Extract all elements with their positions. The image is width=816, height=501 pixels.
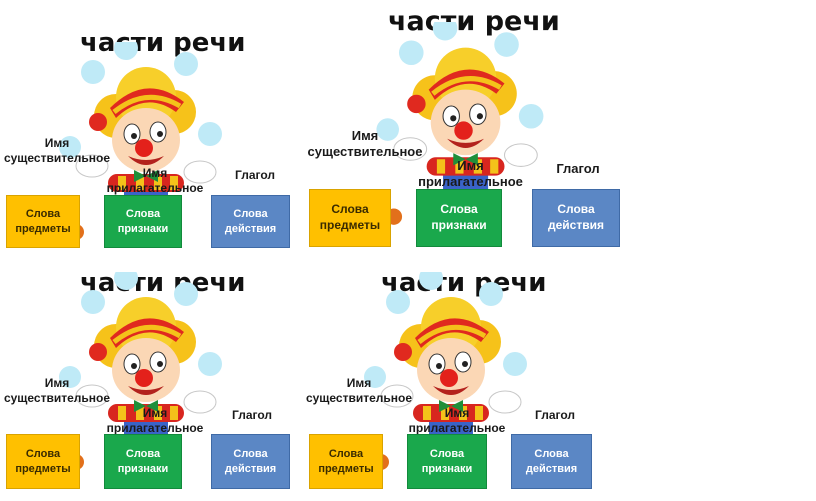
label-noun: Имя существительное: [3, 376, 111, 405]
box-nouns: Слова предметы: [309, 189, 391, 247]
panel-top-right: части речи Имя существительное Имя прила…: [305, 0, 620, 255]
box-nouns: Слова предметы: [6, 434, 80, 489]
title: части речи: [388, 6, 560, 37]
label-verb: Глагол: [556, 161, 600, 176]
panel-bottom-left: части речи Имя существительное Имя прила…: [0, 258, 300, 501]
box-adjectives: Слова признаки: [104, 434, 182, 489]
title: части речи: [80, 268, 246, 298]
label-noun: Имя существительное: [3, 136, 111, 165]
box-adjectives: Слова признаки: [416, 189, 502, 247]
box-nouns: Слова предметы: [6, 195, 80, 248]
box-nouns: Слова предметы: [309, 434, 383, 489]
label-verb: Глагол: [232, 408, 272, 422]
label-adjective: Имя прилагательное: [106, 406, 204, 435]
box-verbs: Слова действия: [511, 434, 592, 489]
box-verbs: Слова действия: [211, 434, 290, 489]
label-noun: Имя существительное: [305, 376, 413, 405]
box-adjectives: Слова признаки: [104, 195, 182, 248]
label-verb: Глагол: [535, 408, 575, 422]
panel-bottom-right: части речи Имя существительное Имя прила…: [303, 258, 603, 501]
label-adjective: Имя прилагательное: [418, 158, 523, 190]
label-noun: Имя существительное: [307, 128, 423, 160]
box-verbs: Слова действия: [532, 189, 620, 247]
label-adjective: Имя прилагательное: [408, 406, 506, 435]
label-verb: Глагол: [235, 168, 275, 182]
title: части речи: [381, 268, 547, 298]
label-adjective: Имя прилагательное: [106, 166, 204, 195]
panel-top-left: части речи Имя существительное Имя прила…: [0, 0, 300, 255]
title: части речи: [80, 28, 246, 58]
box-verbs: Слова действия: [211, 195, 290, 248]
box-adjectives: Слова признаки: [407, 434, 487, 489]
